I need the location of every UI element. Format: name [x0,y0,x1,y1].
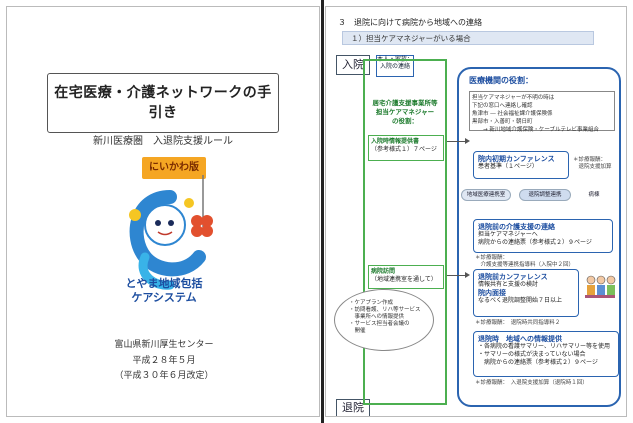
pre-discharge-contact-note-1: ＊診療報酬： [475,255,509,261]
discharge-tag: 退院 [336,399,370,416]
discharge-info-body-2: ・サマリーの様式が決まっていない場合 [478,351,586,358]
flow-heading: ３ 退院に向けて病院から地域への連絡 [338,18,482,27]
pre-discharge-contact-note: ＊診療報酬： 介護支援等連携指導料（入院中２回） [475,255,615,269]
pre-discharge-conference-note: ＊診療報酬： 退院時共同指導料２ [475,320,561,326]
pre-discharge-contact-title: 退院前の介護支援の連絡 [478,223,555,231]
initial-conference-note: ＊診療報酬： 退院支援加算 [573,157,623,171]
discharge-info-card: 退院時 地域への情報提供 ・各病院の看護サマリー、リハサマリー等を使用 ・サマリ… [473,331,619,377]
arrow-2 [447,275,465,276]
cover-title-box: 在宅医療・介護ネットワークの手引き 新川医療圏 入退院支援ルール [47,73,279,147]
care-manager-title-3: の役割： [392,117,418,125]
arrow-2-head [465,272,470,278]
admission-info-body: （参考様式１）７ページ [371,146,437,153]
initial-conference-note-1: ＊診療報酬： [573,157,607,163]
pill-regional-liaison: 地域医療連携室 [461,189,511,201]
pre-discharge-conference-title: 退院前カンファレンス [478,273,548,281]
cover-badge: にいかわ版 [142,157,206,179]
bubble-line-2: ・訪問看護、リハ等サービス [349,307,421,313]
hospital-note-line-4: 黒部市・入善町・朝日町 [472,119,533,125]
cover-page: 在宅医療・介護ネットワークの手引き 新川医療圏 入退院支援ルール にいかわ版 と… [6,6,320,417]
discharge-info-body-1: ・各病院の看護サマリー、リハサマリー等を使用 [478,343,610,350]
hospital-note: 担当ケアマネジャーが不明の時は 下記の窓口へ連絡し確認 魚津市 ― 社会福祉課介… [469,91,615,133]
bubble-line-3: 事業所への情報提供 [349,314,405,320]
pill-ward: 病棟 [579,189,609,201]
admission-tag: 入院 [336,55,370,75]
cover-title: 在宅医療・介護ネットワークの手引き [54,85,272,121]
hospital-column: 医療機関の役割： 担当ケアマネジャーが不明の時は 下記の窓口へ連絡し確認 魚津市… [457,67,621,407]
cover-date: 平成２８年５月 [132,356,196,366]
hospital-note-line-1: 担当ケアマネジャーが不明の時は [472,95,555,101]
flow-page: ３ 退院に向けて病院から地域への連絡 １）担当ケアマネジャーがいる場合 入院 退… [325,6,627,417]
hospital-note-line-5: → 新川地域介護保険・ケーブルテレビ事業組合 [472,127,600,133]
initial-conference-note-2: 退院支援加算 [573,164,612,170]
admission-info-card: 入院時情報提供書 （参考様式１）７ページ [368,135,444,161]
care-manager-title-1: 居宅介護支援事業所等 [372,99,438,107]
hospital-visit-title: 病院訪問 [371,268,396,275]
admission-info-title: 入院時情報提供書 [371,138,420,145]
initial-conference-title: 院内初期カンファレンス [478,155,555,163]
bubble-line-4: ・サービス担当者会議の [349,321,410,327]
people-icon [585,275,616,298]
interview-body: なるべく退院調整開始７日以上 [478,297,563,304]
arrow-1 [447,141,465,142]
bubble-line-5: 開催 [349,328,366,334]
arrow-1-head [465,138,470,144]
hospital-note-line-3: 魚津市 ― 社会福祉課介護保険係 [472,111,553,117]
pill-discharge-coordination: 退院調整連携 [519,189,571,201]
pre-discharge-contact-body-1: 担当ケアマネジャーへ [478,231,538,238]
pre-discharge-contact-body-2: 病院からの連絡票（参考様式２）９ページ [478,239,592,246]
pre-discharge-contact-card: 退院前の介護支援の連絡 担当ケアマネジャーへ 病院からの連絡票（参考様式２）９ペ… [473,219,613,253]
page-divider [321,0,324,423]
care-manager-column [363,59,447,405]
flow-subheading: １）担当ケアマネジャーがいる場合 [342,31,594,45]
pre-discharge-conference-body: 情報共有と支援の検討 [478,281,539,288]
bubble-line-1: ・ケアプラン作成 [349,300,394,306]
cover-org: 富山県新川厚生センター [114,340,214,350]
care-manager-title-2: 担当ケアマネジャー [375,108,435,116]
cover-subtitle: 新川医療圏 入退院支援ルール [93,136,233,147]
hospital-visit-card: 病院訪問 （地域連携室を通して） [368,265,444,289]
family-callout-line-2: 入院の連絡 [379,63,410,70]
care-manager-title: 居宅介護支援事業所等 担当ケアマネジャー の役割： [366,99,444,126]
initial-conference-card: 院内初期カンファレンス 患者基準（１ページ） [473,151,569,179]
pre-discharge-conference-card: 退院前カンファレンス 情報共有と支援の検討 院内面接 なるべく退院調整開始７日以… [473,269,579,317]
mascot-illustration [129,175,213,290]
discharge-info-note: ＊診療報酬： 入退院支援加算（退院時１回） [475,380,588,386]
interview-title: 院内面接 [478,289,506,297]
hospital-title: 医療機関の役割： [469,76,533,85]
logo-line-2: ケアシステム [131,291,197,304]
initial-conference-body: 患者基準（１ページ） [478,163,538,170]
logo-line-1: とやま地域包括 [125,277,203,290]
care-plan-bubble: ・ケアプラン作成 ・訪問看護、リハ等サービス 事業所への情報提供 ・サービス担当… [334,289,434,351]
discharge-info-title: 退院時 地域への情報提供 [478,335,562,343]
cover-revised: （平成３０年６月改定） [114,371,214,381]
pre-discharge-contact-note-2: 介護支援等連携指導料（入院中２回） [475,262,575,268]
hospital-note-line-2: 下記の窓口へ連絡し確認 [472,103,533,109]
discharge-info-body-3: 病院からの連絡票（参考様式２）９ページ [478,359,598,366]
hospital-visit-body: （地域連携室を通して） [371,276,437,283]
